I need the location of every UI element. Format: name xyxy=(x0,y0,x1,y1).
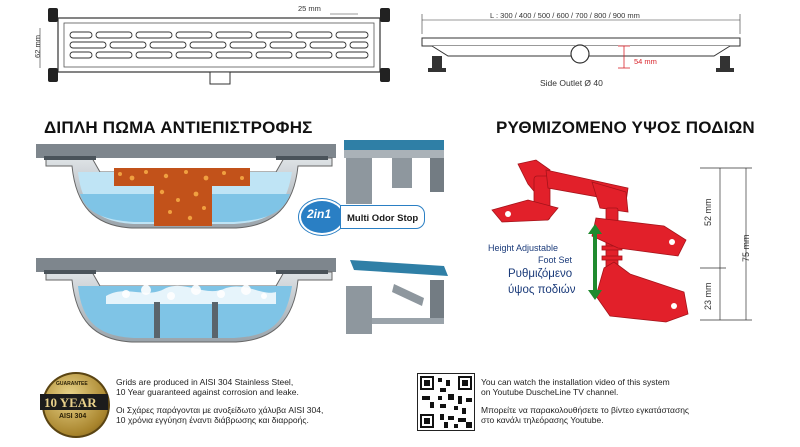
length-label: L : 300 / 400 / 500 / 600 / 700 / 800 / … xyxy=(490,11,640,20)
multi-odor-stop-label: Multi Odor Stop xyxy=(340,205,426,229)
dim-23mm: 23 mm xyxy=(703,282,713,310)
height-dimension-lines xyxy=(700,167,752,321)
seal-detail-open-drawing xyxy=(346,260,448,334)
height-adjustable-en-2: Foot Set xyxy=(538,255,573,265)
seal-detail-closed-drawing xyxy=(344,140,444,204)
foot-set-illustration xyxy=(491,159,689,323)
dim-52mm: 52 mm xyxy=(703,198,713,226)
height-arrow-icon xyxy=(588,224,602,300)
warranty-en-2: 10 Year guaranteed against corrosion and… xyxy=(116,387,299,397)
multi-odor-stop-text: Multi Odor Stop xyxy=(347,213,419,224)
channel-side-view: L : 300 / 400 / 500 / 600 / 700 / 800 / … xyxy=(418,6,748,96)
cross-section-dry xyxy=(36,142,336,242)
grate-top-view-drawing xyxy=(39,8,390,85)
qr-code-pattern xyxy=(420,376,472,428)
odor-stop-title: ΔΙΠΛΗ ΠΩΜΑ ΑΝΤΙΕΠΙΣΤΡΟΦΗΣ xyxy=(44,118,313,137)
seal-detail-closed xyxy=(344,140,452,206)
warranty-en-1: Grids are produced in AISI 304 Stainless… xyxy=(116,377,294,387)
badge-text: 2in1 xyxy=(307,207,332,221)
adjustable-foot-drawing xyxy=(488,156,698,336)
cross-section-dry-drawing xyxy=(36,144,336,229)
dim-54mm: 54 mm xyxy=(634,57,657,66)
two-in-one-badge xyxy=(299,199,345,235)
warranty-gr-1: Οι Σχάρες παράγονται με ανοξείδωτο χάλυβ… xyxy=(116,405,324,415)
video-gr-2: στο κανάλι τηλεόρασης Youtube. xyxy=(481,415,604,425)
adjustable-height-title: ΡΥΘΜΙΖΟΜΕΝΟ ΥΨΟΣ ΠΟΔΙΩΝ xyxy=(496,118,755,137)
video-en-2: on Youtube DuscheLine TV channel. xyxy=(481,387,619,397)
cross-section-wet-drawing xyxy=(36,258,336,343)
video-text: You can watch the installation video of … xyxy=(481,377,781,425)
seal-detail-open xyxy=(344,258,454,338)
badge-aisi: AISI 304 xyxy=(59,413,87,420)
dim-75mm: 75 mm xyxy=(741,234,751,262)
warranty-text: Grids are produced in AISI 304 Stainless… xyxy=(116,377,406,425)
dim-62mm: 62 mm xyxy=(32,35,42,58)
dim-25mm: 25 mm xyxy=(298,4,321,13)
badge-ribbon xyxy=(40,394,108,410)
badge-guarantee: GUARANTEE xyxy=(56,381,88,387)
warranty-gr-2: 10 χρόνια εγγύηση έναντι διάβρωσης και δ… xyxy=(116,415,309,425)
video-en-1: You can watch the installation video of … xyxy=(481,377,670,387)
height-adjustable-gr-2: ύψος ποδιών xyxy=(508,284,576,296)
cross-section-wet xyxy=(36,256,336,356)
height-adjustable-gr-1: Ρυθμιζόμενο xyxy=(508,268,573,280)
grate-top-view: 25 mm 62 mm xyxy=(33,4,400,86)
side-view-drawing xyxy=(421,14,741,72)
badge-10-year: 10 YEAR xyxy=(44,395,97,410)
side-outlet-label: Side Outlet Ø 40 xyxy=(540,78,603,88)
video-gr-1: Μπορείτε να παρακολουθήσετε το βίντεο εγ… xyxy=(481,405,690,415)
height-adjustable-en-1: Height Adjustable xyxy=(488,243,559,253)
qr-code[interactable] xyxy=(417,373,475,431)
